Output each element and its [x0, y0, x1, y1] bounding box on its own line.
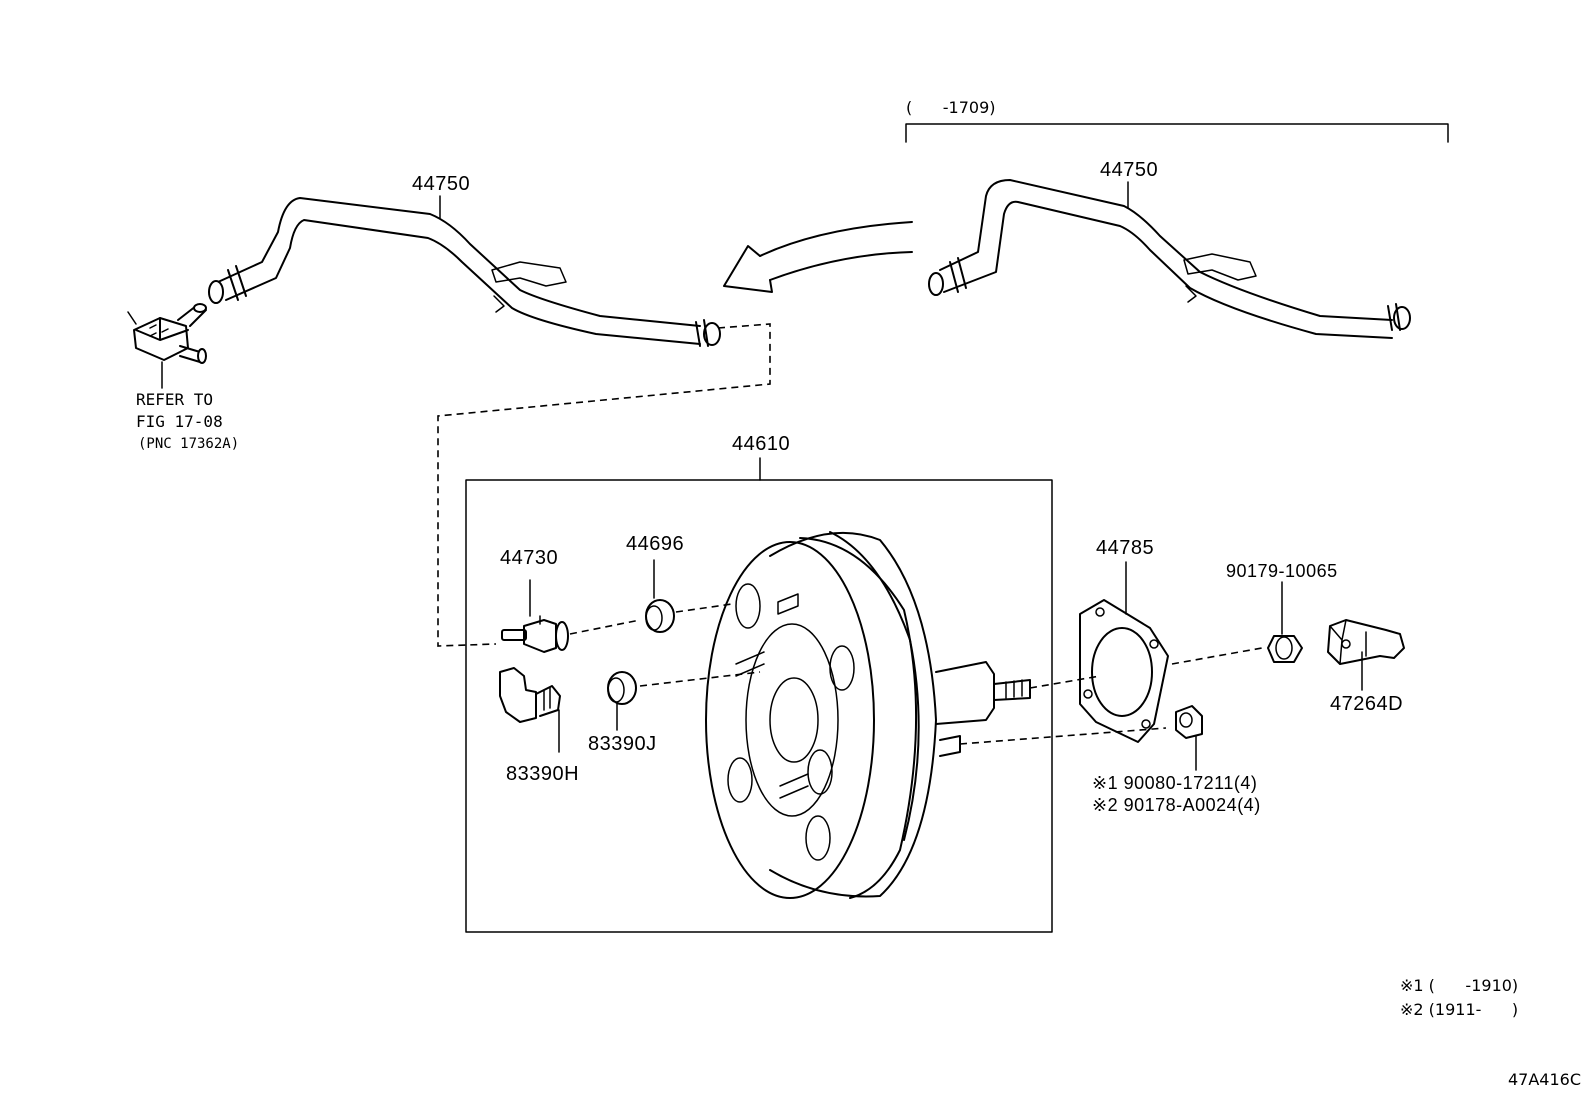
grommet-lower	[607, 671, 637, 705]
nut-upper	[1267, 635, 1303, 663]
part-number-gasket[interactable]: 44785	[1096, 537, 1155, 559]
mounting-bracket	[1327, 619, 1405, 665]
part-number-nut-lower-2[interactable]: ※2 90178-A0024(4)	[1092, 795, 1261, 815]
grommet-upper	[645, 599, 675, 633]
part-number-bracket[interactable]: 47264D	[1330, 693, 1404, 715]
refer-note-line1: REFER TO	[136, 390, 214, 409]
refer-note-line3: (PNC 17362A)	[138, 436, 240, 452]
range-bracket-label: ( -1709)	[906, 98, 996, 117]
check-valve	[501, 615, 569, 653]
figure-code: 47A416C	[1508, 1070, 1582, 1089]
vacuum-hose-left	[208, 197, 721, 347]
brake-booster	[705, 531, 1031, 899]
vacuum-hose-right	[928, 179, 1411, 339]
refer-note-line2: FIG 17-08	[136, 412, 223, 431]
booster-assembly-frame	[465, 479, 1053, 933]
part-number-grommet-upper[interactable]: 44696	[626, 533, 685, 555]
part-number-grommet-lower[interactable]: 83390J	[588, 733, 657, 755]
leader-lines	[439, 181, 1363, 771]
part-number-nut-lower-1[interactable]: ※1 90080-17211(4)	[1092, 773, 1258, 793]
vacuum-pump-joint	[127, 303, 207, 389]
footnote-2: ※2 (1911- )	[1400, 1000, 1519, 1019]
pressure-sensor	[499, 667, 561, 723]
part-number-sensor[interactable]: 83390H	[506, 763, 580, 785]
part-number-booster[interactable]: 44610	[732, 433, 791, 455]
nut-lower	[1175, 705, 1203, 739]
replacement-arrow	[723, 221, 913, 293]
footnote-1: ※1 ( -1910)	[1400, 976, 1519, 995]
part-number-check-valve[interactable]: 44730	[500, 547, 559, 569]
link-hose-booster	[437, 323, 771, 647]
part-number-hose-left[interactable]: 44750	[412, 173, 471, 195]
gasket	[1079, 599, 1169, 743]
range-bracket	[905, 123, 1449, 143]
part-number-hose-right[interactable]: 44750	[1100, 159, 1159, 181]
part-number-nut-upper[interactable]: 90179-10065	[1226, 561, 1338, 581]
